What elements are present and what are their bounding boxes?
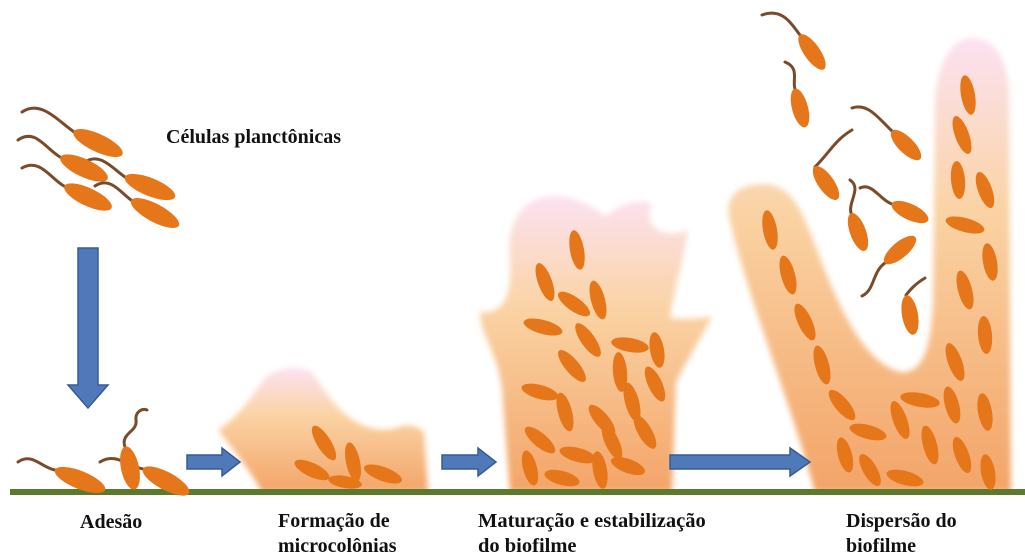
- down-arrow-icon: [68, 248, 108, 408]
- flagellum: [785, 62, 795, 89]
- flagellum: [124, 409, 147, 447]
- bacterium-icon: [880, 231, 921, 269]
- bacterium-icon: [886, 125, 926, 165]
- bacterium-icon: [808, 162, 844, 204]
- flow-arrows: [68, 248, 810, 476]
- substrate-surface: [10, 489, 1025, 495]
- planktonic-cells-label: Células planctônicas: [166, 126, 341, 148]
- flagellum: [850, 180, 855, 213]
- stage-maturation-label-line2: do biofilme: [478, 535, 577, 557]
- right-arrow-icon-3: [670, 448, 810, 476]
- flagellum: [22, 108, 74, 132]
- flagellum: [860, 187, 892, 204]
- bacterium-icon: [139, 461, 193, 501]
- biofilm-layers: [218, 38, 1011, 492]
- bacterium-icon: [127, 192, 183, 233]
- flagellum: [906, 278, 925, 295]
- bacterium-icon: [793, 30, 830, 74]
- flagellum: [762, 13, 800, 35]
- bacterium-icon: [844, 210, 873, 253]
- stage-microcolony-label-line1: Formação de: [278, 510, 390, 532]
- right-arrow-icon-2: [442, 448, 496, 476]
- flagellum: [815, 130, 852, 167]
- right-arrow-icon-1: [187, 448, 240, 476]
- stage-dispersal-label-line2: biofilme: [846, 535, 916, 557]
- flagellum: [22, 165, 64, 186]
- stage-adhesion-label: Adesão: [80, 511, 142, 533]
- bacterium-icon: [787, 87, 813, 130]
- bacterium-icon: [899, 294, 922, 336]
- stage-maturation-label-line1: Maturação e estabilização: [478, 510, 706, 532]
- flagellum: [852, 107, 892, 131]
- flagellum: [18, 136, 60, 157]
- bacterium-icon: [888, 196, 931, 227]
- stage-microcolony-label-line2: microcolônias: [278, 535, 397, 557]
- stage-dispersal-label-line1: Dispersão do: [846, 510, 957, 532]
- flagellum: [18, 459, 55, 470]
- flagellum: [862, 263, 885, 296]
